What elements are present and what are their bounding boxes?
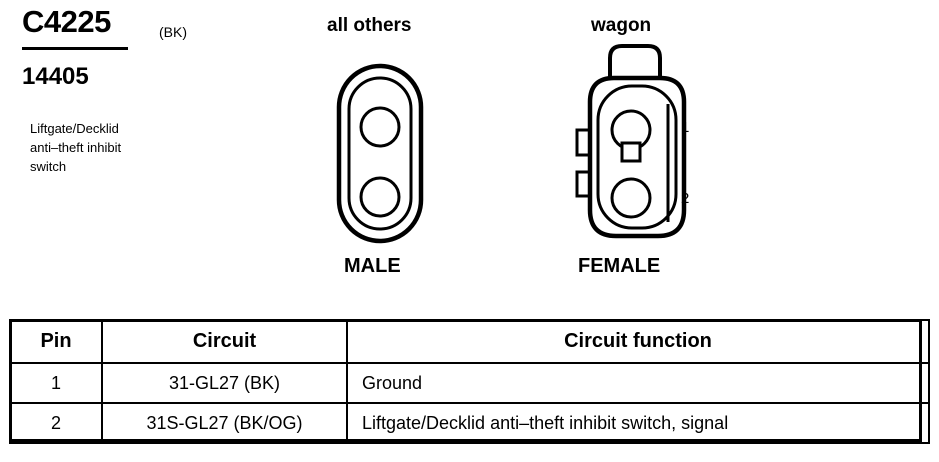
part-number: 14405 [22,63,89,90]
female-connector-side-rib-upper [575,128,590,157]
connector-description: Liftgate/Decklid anti–theft inhibit swit… [30,119,190,176]
table-row: 1 31-GL27 (BK) Ground [9,362,930,404]
connector-id: C4225 [22,4,111,39]
connector-color-code: (BK) [159,24,187,40]
female-pin-cavity-2 [610,177,652,219]
description-line: switch [30,159,67,174]
table-header-row: Pin Circuit Circuit function [9,319,930,364]
pin-number-label-1: 1 [681,119,690,136]
table-cell-function: Liftgate/Decklid anti–theft inhibit swit… [346,402,930,444]
table-cell-function: Ground [346,362,930,404]
male-connector-drawing [336,63,424,244]
pin-number-label-2: 2 [681,190,690,207]
table-header-circuit: Circuit [101,319,348,364]
table-cell-pin: 1 [9,362,103,404]
pin-table: Pin Circuit Circuit function 1 31-GL27 (… [9,319,930,444]
male-pin-cavity-2 [359,176,401,218]
connector-id-underline [22,47,128,50]
female-connector-side-rib-lower [575,170,590,198]
view-header-right: wagon [591,15,652,36]
table-cell-circuit: 31S-GL27 (BK/OG) [101,402,348,444]
female-connector-outer-shell [587,75,687,239]
table-cell-circuit: 31-GL27 (BK) [101,362,348,404]
description-line: anti–theft inhibit [30,140,122,155]
male-connector-inner-shell [347,76,413,231]
description-line: Liftgate/Decklid [30,121,119,136]
table-cell-pin: 2 [9,402,103,444]
table-header-pin: Pin [9,319,103,364]
male-connector-outer-shell [336,63,424,244]
table-row: 2 31S-GL27 (BK/OG) Liftgate/Decklid anti… [9,402,930,444]
female-connector-latch [608,44,662,80]
female-pin-1-keyway [620,141,642,163]
gender-label-female: FEMALE [578,255,661,277]
male-pin-cavity-1 [359,106,401,148]
table-header-circuit-function: Circuit function [346,319,930,364]
female-connector-inner-shell [596,84,678,230]
gender-label-male: MALE [344,255,401,277]
view-header-left: all others [327,15,412,36]
female-connector-drawing [575,44,687,239]
